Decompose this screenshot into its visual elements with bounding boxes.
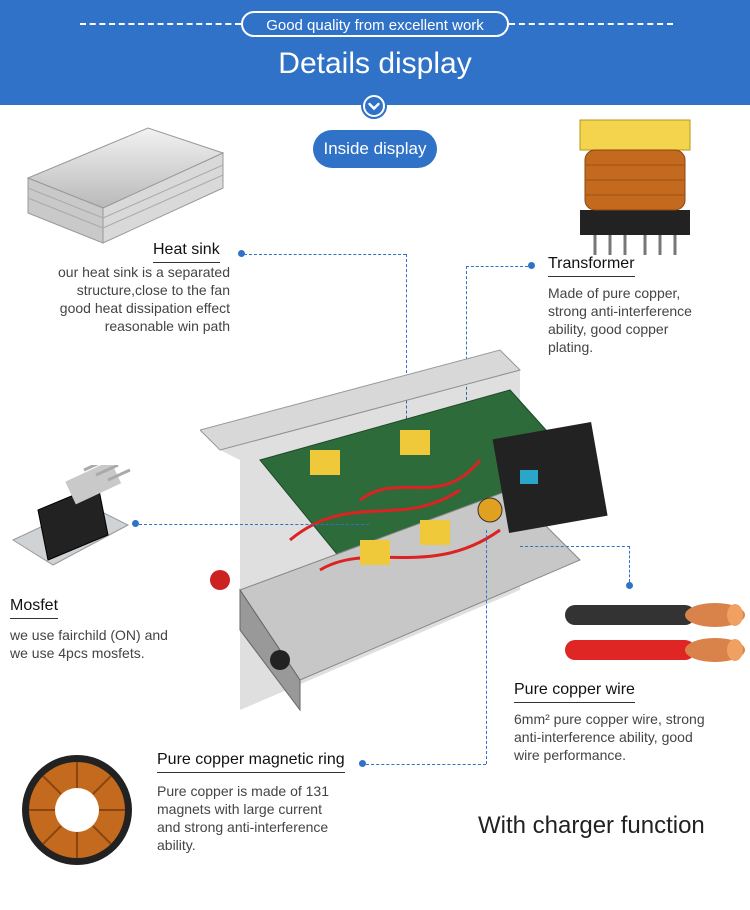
magnetic-ring-marker — [359, 760, 366, 767]
magnetic-ring-label: Pure copper magnetic ring — [157, 750, 345, 773]
transformer-marker — [528, 262, 535, 269]
inverter-image — [200, 349, 608, 712]
heat-sink-image — [26, 127, 225, 244]
mosfet-marker — [132, 520, 139, 527]
heat-sink-connector — [244, 254, 406, 255]
tagline-divider-left — [80, 23, 241, 25]
mosfet-connector — [139, 524, 369, 525]
magnetic-ring-desc: Pure copper is made of 131 magnets with … — [157, 783, 329, 853]
inside-display-badge: Inside display — [313, 130, 437, 168]
charger-function-caption: With charger function — [478, 812, 705, 839]
transformer-label: Transformer — [548, 254, 635, 277]
mosfet-image — [11, 465, 131, 566]
copper-wire-connector — [520, 546, 630, 547]
copper-wire-desc: 6mm² pure copper wire, strong anti-inter… — [514, 711, 705, 763]
transformer-image — [579, 119, 691, 255]
magnetic-ring-connector — [366, 764, 486, 765]
transformer-connector-v — [466, 266, 467, 420]
page-title: Details display — [278, 47, 472, 80]
heat-sink-marker — [238, 250, 245, 257]
magnetic-ring-connector-v — [486, 530, 487, 764]
heat-sink-label: Heat sink — [153, 240, 220, 263]
copper-wire-image — [565, 603, 745, 662]
heat-sink-desc: our heat sink is a separated structure,c… — [58, 264, 230, 334]
copper-wire-marker — [626, 582, 633, 589]
tagline: Good quality from excellent work — [241, 11, 509, 37]
copper-wire-label: Pure copper wire — [514, 680, 635, 703]
transformer-desc: Made of pure copper, strong anti-interfe… — [548, 285, 692, 355]
copper-wire-connector-v2 — [629, 546, 630, 582]
chevron-down-icon — [361, 93, 387, 119]
magnetic-ring-image — [22, 755, 132, 865]
heat-sink-connector-v — [406, 254, 407, 454]
transformer-connector — [466, 266, 528, 267]
mosfet-label: Mosfet — [10, 596, 59, 619]
tagline-divider-right — [509, 23, 673, 25]
mosfet-desc: we use fairchild (ON) and we use 4pcs mo… — [10, 627, 168, 661]
